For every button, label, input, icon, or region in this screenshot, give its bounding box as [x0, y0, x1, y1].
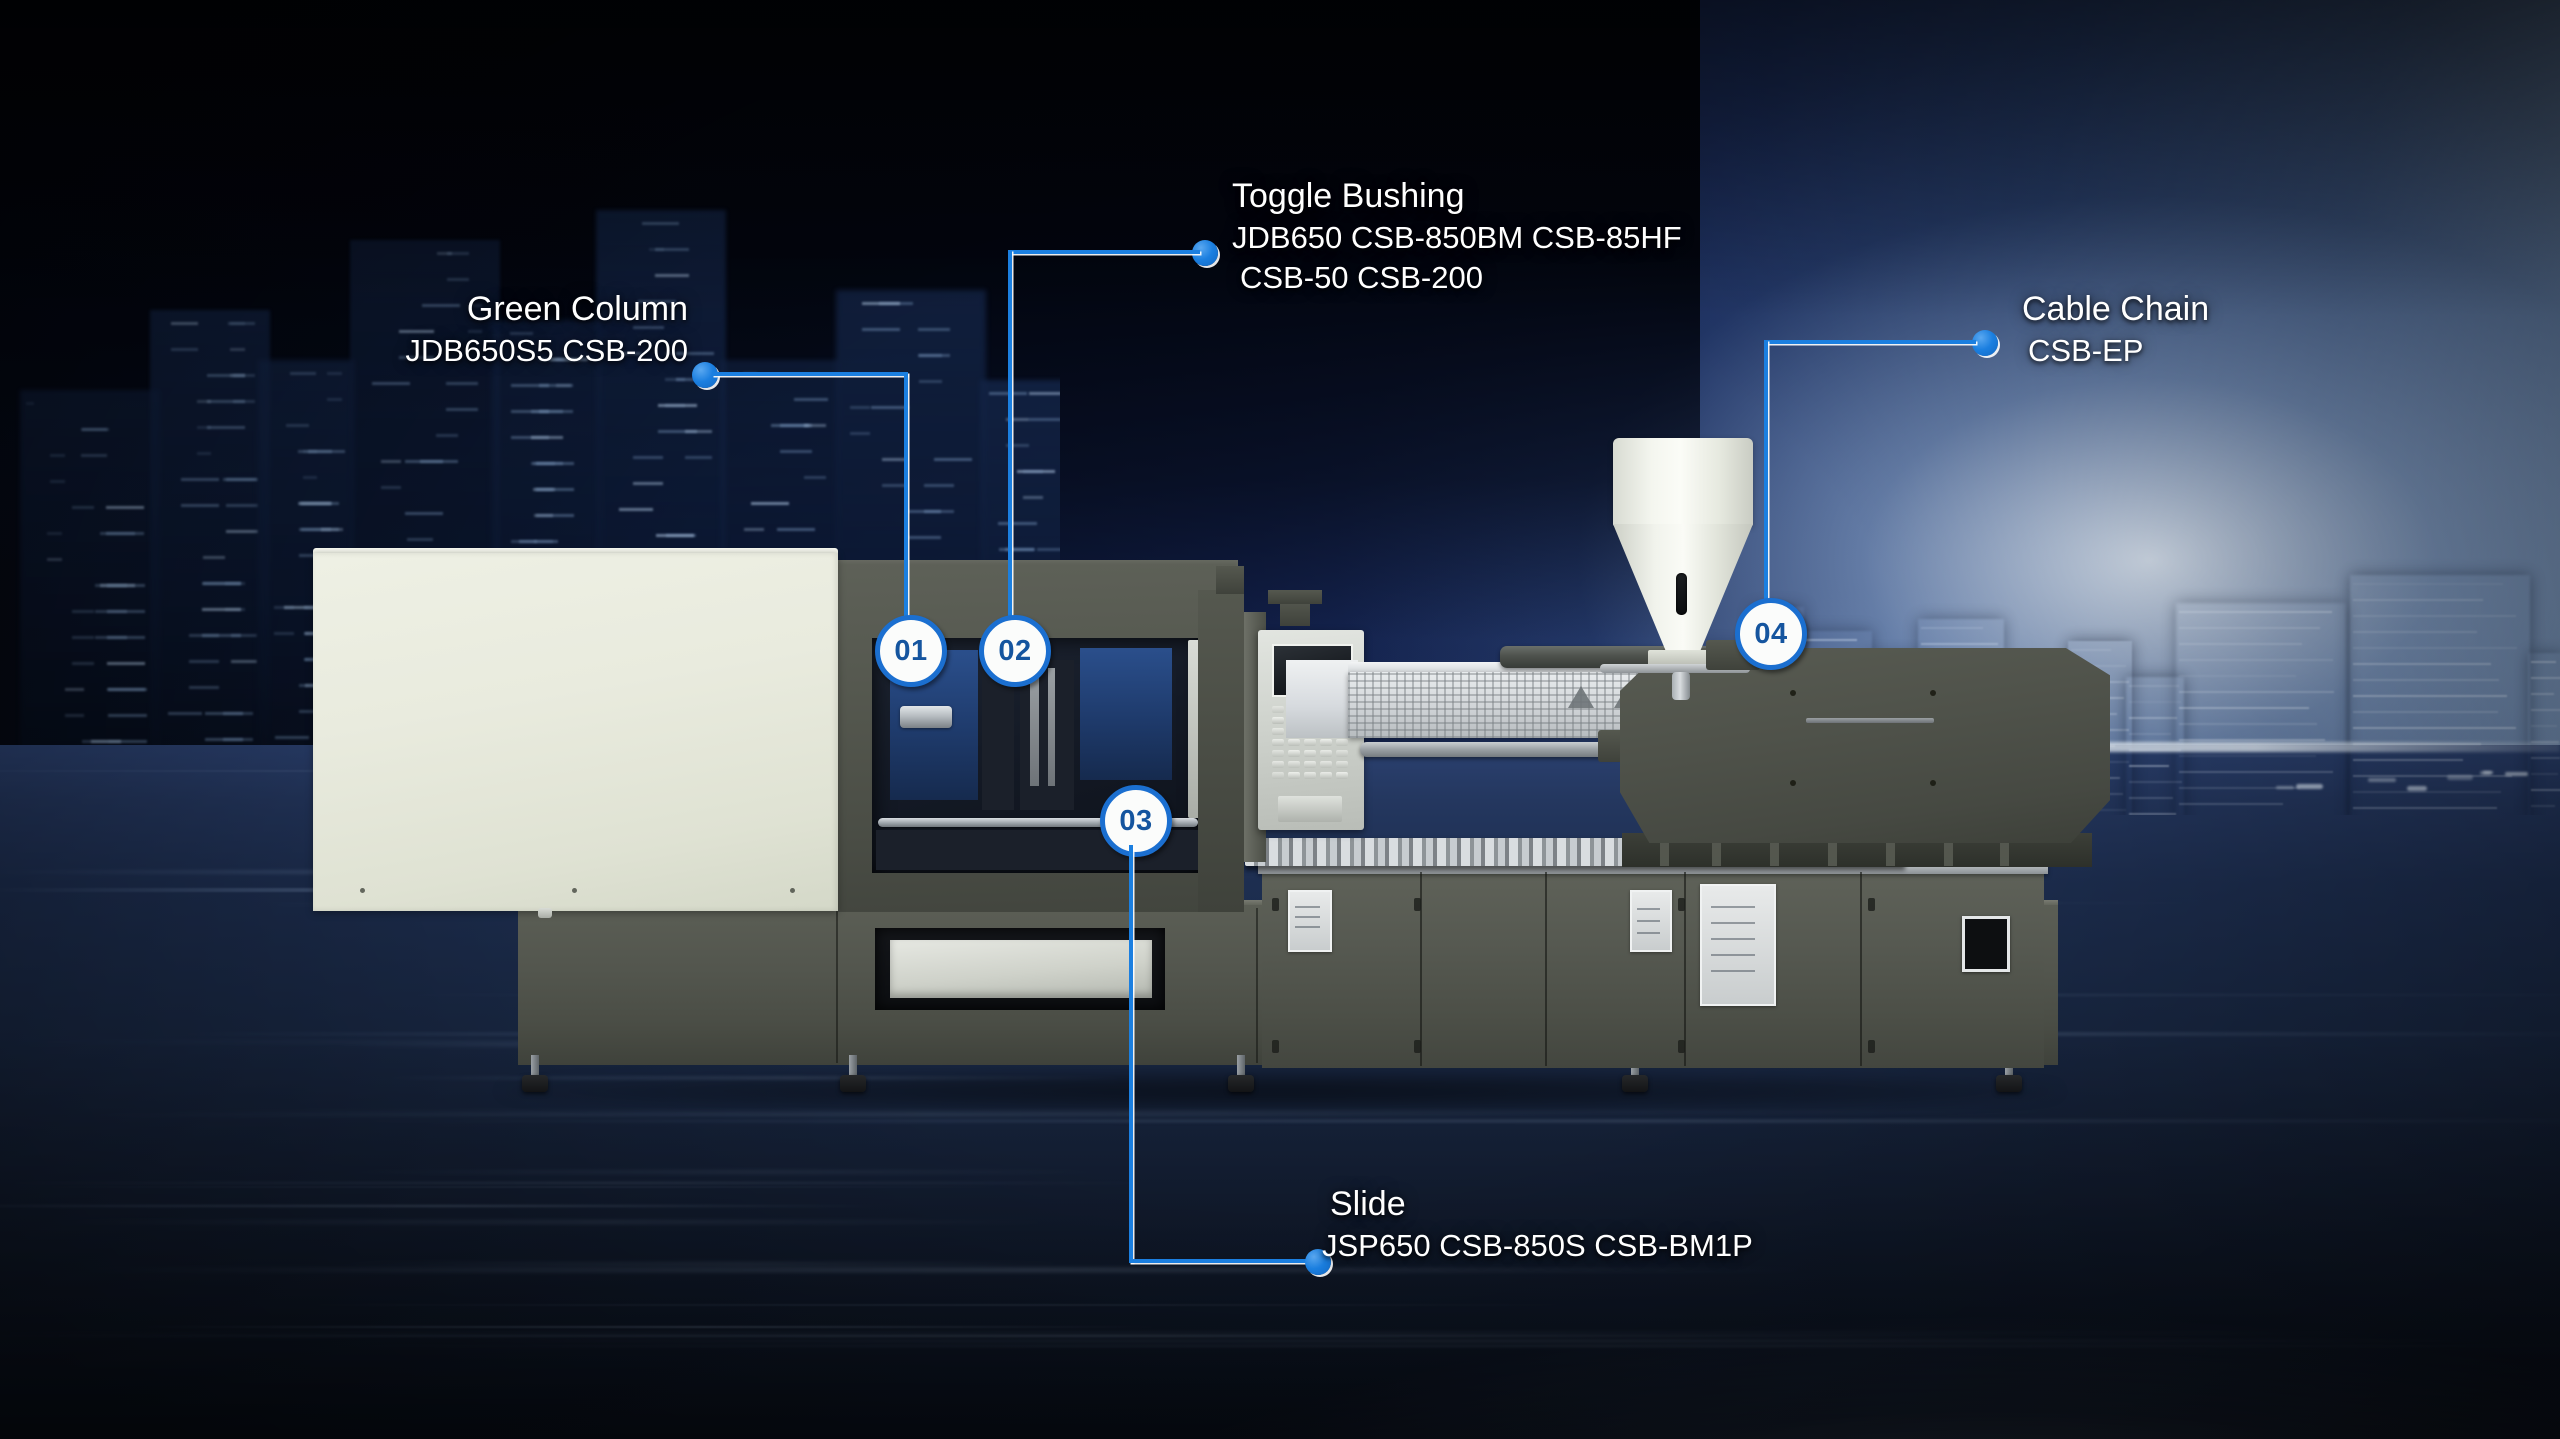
base-access-slot-inner — [890, 940, 1152, 998]
control-panel-key[interactable] — [1272, 739, 1284, 746]
hopper-neck — [1648, 650, 1712, 666]
control-panel-key[interactable] — [1288, 761, 1300, 768]
callout-02-badge[interactable]: 02 — [979, 615, 1051, 687]
leveling-foot — [1228, 1055, 1254, 1093]
injection-unit-cover — [1620, 648, 2110, 843]
cabinet-dark-plate — [1962, 916, 2010, 972]
clamp-tie-rod — [1048, 668, 1055, 786]
callout-03-parts: JSP650 CSB-850S CSB-BM1P — [1322, 1227, 1753, 1263]
chain-guard-shadow — [1245, 864, 1905, 871]
control-panel-key[interactable] — [1288, 772, 1300, 779]
callout-03-badge[interactable]: 03 — [1100, 785, 1172, 857]
hopper-sight-slot — [1676, 573, 1687, 615]
callout-02-label: Toggle Bushing JDB650 CSB-850BM CSB-85HF… — [1232, 175, 1682, 298]
cabinet-seam — [1420, 872, 1422, 1066]
cabinet-seam — [1545, 872, 1547, 1066]
callout-04-leader-vertical — [1764, 340, 1768, 602]
callout-02-leader-vertical — [1008, 250, 1012, 622]
base-seam — [836, 908, 838, 1063]
control-panel-key[interactable] — [1288, 739, 1300, 746]
clamp-hydraulic-cylinder — [900, 706, 952, 728]
callout-04-badge[interactable]: 04 — [1735, 598, 1807, 670]
nozzle-bracket — [1280, 600, 1310, 626]
cabinet-seam — [1684, 872, 1686, 1066]
callout-04-leader-horizontal — [1764, 340, 1976, 344]
callout-01-leader-horizontal — [712, 372, 908, 376]
callout-01-parts: JDB650S5 CSB-200 — [405, 332, 688, 368]
control-panel-key[interactable] — [1304, 772, 1316, 779]
clamp-tie-rod — [1030, 668, 1039, 786]
callout-02-title: Toggle Bushing — [1232, 177, 1465, 215]
callout-02-parts-line2: CSB-50 CSB-200 — [1240, 260, 1483, 296]
control-panel-key[interactable] — [1336, 739, 1348, 746]
callout-03-label: Slide JSP650 CSB-850S CSB-BM1P — [1322, 1183, 1753, 1266]
injection-cover-vent — [1806, 718, 1934, 723]
control-panel-base — [1278, 796, 1342, 822]
leveling-foot — [522, 1055, 548, 1093]
callout-04-parts: CSB-EP — [2028, 332, 2144, 368]
callout-04-title: Cable Chain — [2022, 290, 2210, 328]
guard-latch — [538, 908, 552, 918]
control-panel-key[interactable] — [1272, 772, 1284, 779]
callout-03-anchor-dot — [1305, 1249, 1331, 1275]
fixed-platen — [1198, 590, 1244, 912]
control-panel-key[interactable] — [1336, 750, 1348, 757]
control-panel-key[interactable] — [1320, 772, 1332, 779]
callout-01-label: Green Column JDB650S5 CSB-200 — [0, 288, 688, 371]
hopper-mount-bar — [1600, 664, 1750, 673]
cabinet-seam — [1860, 872, 1862, 1066]
control-panel-key[interactable] — [1336, 761, 1348, 768]
cabinet-warning-label — [1288, 890, 1332, 952]
callout-02-parts-line1: JDB650 CSB-850BM CSB-85HF — [1232, 219, 1682, 255]
rod-coupler — [1598, 730, 1624, 762]
cabinet-warning-label — [1630, 890, 1672, 952]
control-panel-key[interactable] — [1304, 739, 1316, 746]
clamp-guard-top-edge — [313, 548, 838, 556]
clamp-inner-frame — [1020, 660, 1074, 810]
control-panel-key[interactable] — [1320, 750, 1332, 757]
callout-01-badge[interactable]: 01 — [875, 615, 947, 687]
clamp-unit-safety-guard — [313, 553, 838, 911]
callout-01-title: Green Column — [466, 290, 688, 328]
callout-02-leader-horizontal — [1008, 250, 1200, 254]
cabinet-info-label — [1700, 884, 1776, 1006]
material-hopper-barrel — [1613, 438, 1753, 526]
control-panel-key[interactable] — [1272, 761, 1284, 768]
callout-04-label: Cable Chain CSB-EP — [2022, 288, 2209, 371]
control-panel-key[interactable] — [1304, 761, 1316, 768]
callout-03-leader-horizontal — [1129, 1259, 1317, 1263]
machine-ground-shadow — [500, 1070, 2060, 1112]
callout-01-leader-vertical — [904, 372, 908, 620]
base-seam — [1256, 908, 1258, 1063]
clamp-inner-platen — [1080, 648, 1172, 780]
control-panel-key[interactable] — [1272, 750, 1284, 757]
control-panel-key[interactable] — [1272, 717, 1284, 724]
platen-top-block — [1216, 566, 1244, 594]
warning-triangle-icon — [1568, 686, 1594, 708]
control-panel-key[interactable] — [1272, 728, 1284, 735]
injection-guide-rod — [1360, 742, 1620, 757]
control-panel-key[interactable] — [1272, 706, 1284, 713]
control-panel-key[interactable] — [1288, 750, 1300, 757]
control-panel-key[interactable] — [1320, 739, 1332, 746]
barrel-end-cap — [1286, 660, 1358, 738]
leveling-foot — [840, 1055, 866, 1093]
callout-04-anchor-dot — [1972, 330, 1998, 356]
callout-03-title: Slide — [1330, 1185, 1406, 1223]
control-panel-key[interactable] — [1336, 772, 1348, 779]
nozzle-bracket-top — [1268, 590, 1322, 604]
control-panel-key[interactable] — [1320, 761, 1332, 768]
hopper-feed-pipe — [1672, 672, 1690, 700]
callout-03-leader-vertical — [1129, 845, 1133, 1263]
clamp-tie-bar — [878, 818, 1198, 827]
control-panel-key[interactable] — [1304, 750, 1316, 757]
